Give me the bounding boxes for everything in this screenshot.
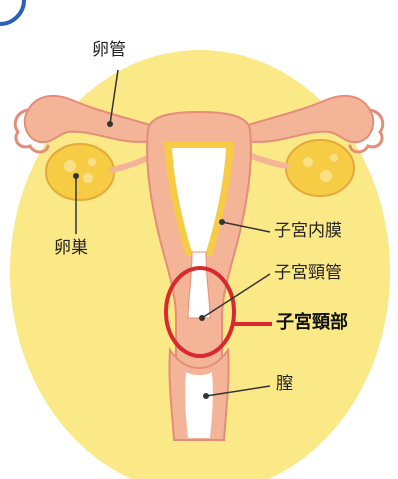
cervical-canal-shape xyxy=(188,252,210,318)
label-ovary: 卵巣 xyxy=(54,240,88,257)
label-endometrium: 子宮内膜 xyxy=(274,223,342,240)
right-ovary xyxy=(286,140,354,196)
label-cervix: 子宮頸部 xyxy=(276,314,348,332)
label-vagina: 膣 xyxy=(276,376,293,393)
label-cervical-canal: 子宮頸管 xyxy=(274,265,342,282)
label-fallopian-tube: 卵管 xyxy=(92,42,126,59)
vaginal-canal xyxy=(185,372,213,438)
left-ovary xyxy=(46,144,114,200)
